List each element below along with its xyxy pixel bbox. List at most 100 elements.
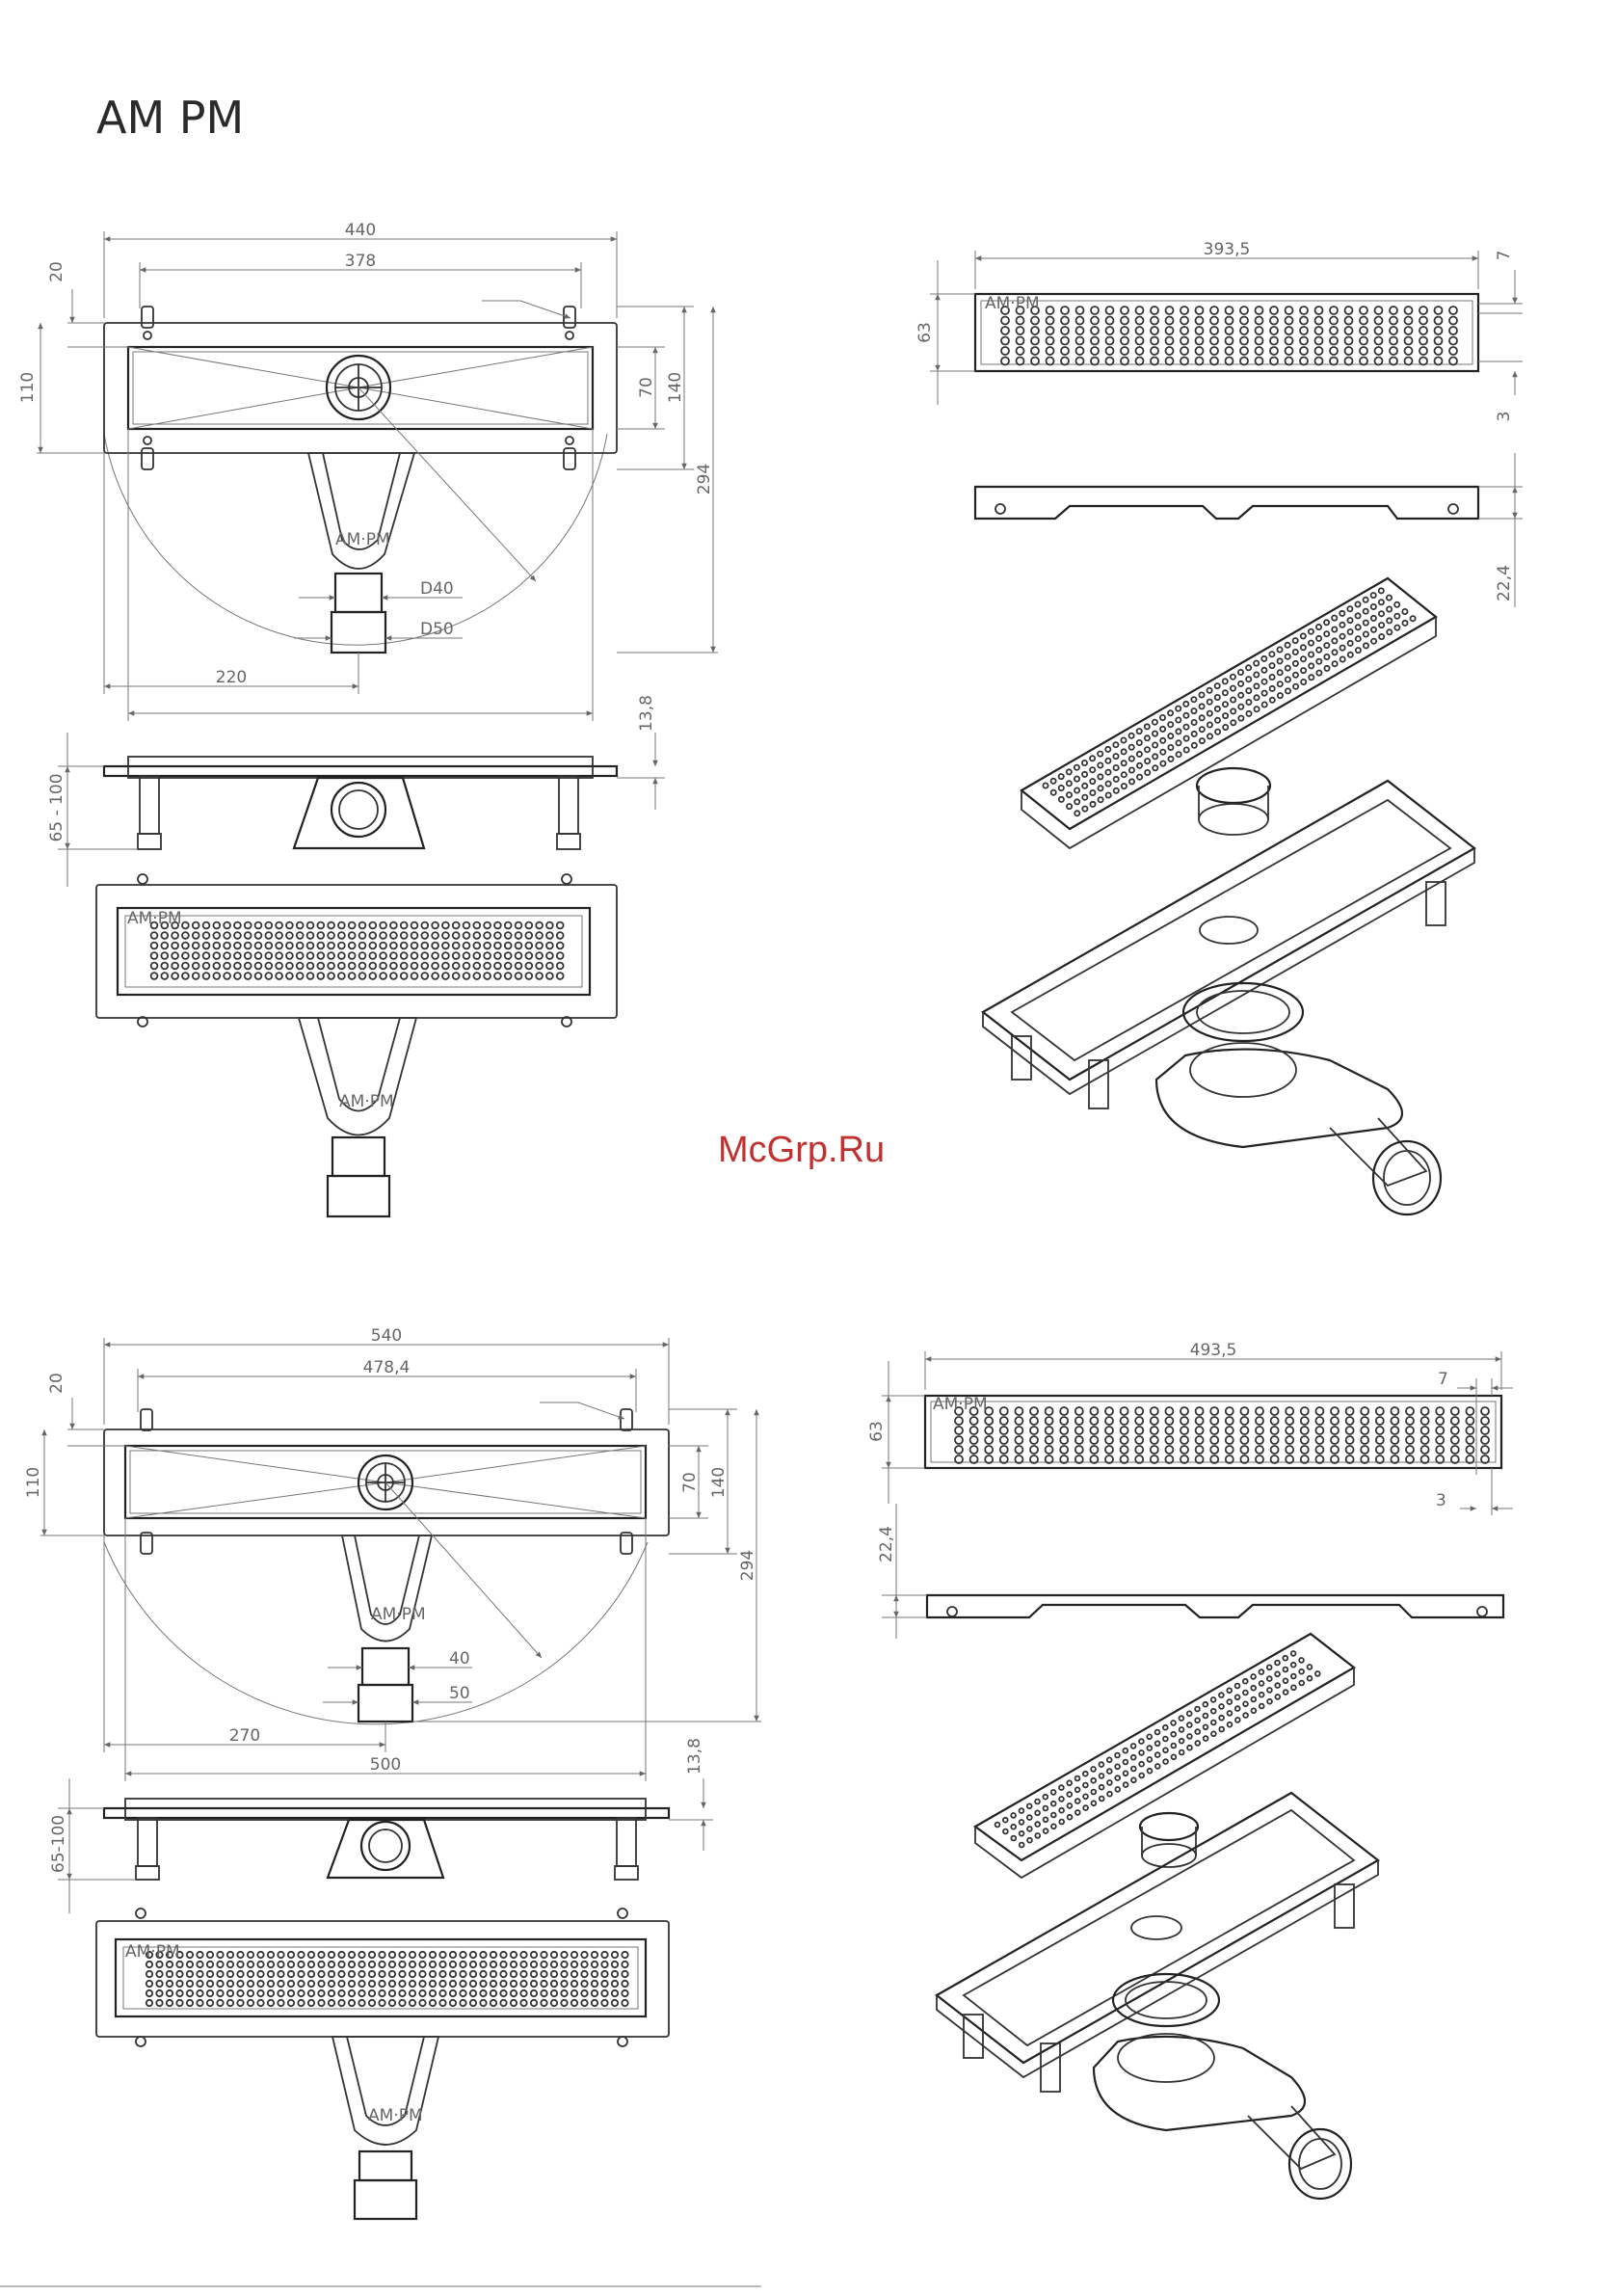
- grate-hole: [1331, 1417, 1339, 1425]
- grate-hole: [1270, 307, 1278, 314]
- grate-hole: [491, 1981, 496, 1987]
- grate-hole: [268, 1990, 274, 1996]
- grate-hole: [172, 943, 178, 949]
- grate-hole: [1316, 636, 1321, 641]
- large-side-dim-flange-thickness: 13,8: [685, 1738, 704, 1775]
- grate-hole: [268, 1971, 274, 1977]
- grate-hole: [1283, 1656, 1287, 1661]
- grate-hole: [156, 1981, 162, 1987]
- grate-hole: [460, 2000, 465, 2006]
- grate-hole: [1361, 1407, 1368, 1415]
- grate-hole: [338, 922, 345, 929]
- grate-hole: [203, 922, 210, 929]
- grate-hole: [1293, 661, 1298, 666]
- grate-hole: [1160, 761, 1165, 766]
- grate-hole: [1067, 781, 1072, 786]
- small-plan-dim-channel-height: 70: [637, 377, 656, 398]
- grate-hole: [338, 963, 345, 970]
- grate-hole: [257, 1990, 263, 1996]
- large-plan-body-label: AM·PM: [371, 1605, 426, 1624]
- grate-hole: [1051, 1813, 1056, 1818]
- grate-hole: [421, 922, 428, 929]
- grate-hole: [1481, 1446, 1489, 1454]
- grate-hole: [1371, 627, 1376, 632]
- grate-hole: [318, 1952, 324, 1958]
- grate-hole: [439, 1962, 445, 1967]
- grate-hole: [1100, 1774, 1104, 1778]
- grate-hole: [307, 943, 314, 949]
- grate-hole: [1219, 1716, 1224, 1721]
- grate-hole: [1165, 1446, 1173, 1454]
- grate-hole: [1091, 347, 1099, 355]
- grate-hole: [1043, 1795, 1048, 1800]
- grate-hole: [505, 932, 512, 939]
- grate-hole: [1207, 722, 1212, 727]
- large-side-dim-height-range: 65-100: [49, 1815, 68, 1873]
- grate-hole: [207, 1981, 213, 1987]
- grate-hole: [1371, 616, 1376, 621]
- grate-hole: [1299, 1669, 1304, 1674]
- grate-hole: [1277, 647, 1282, 652]
- grate-hole: [369, 943, 376, 949]
- grate-hole: [297, 973, 304, 979]
- grate-hole: [1122, 772, 1127, 777]
- grate-hole: [1131, 1744, 1136, 1749]
- grate-hole: [955, 1417, 963, 1425]
- grate-hole: [1075, 1799, 1080, 1803]
- grate-hole: [1195, 1729, 1200, 1734]
- grate-hole: [328, 932, 334, 939]
- grate-hole: [257, 1952, 263, 1958]
- grate-hole: [1115, 1787, 1120, 1792]
- grate-hole: [546, 932, 553, 939]
- grate-hole: [955, 1446, 963, 1454]
- grate-hole: [1315, 327, 1323, 334]
- grate-hole: [1106, 782, 1111, 787]
- grate-hole: [1332, 616, 1337, 621]
- grate-hole: [1166, 327, 1174, 334]
- grate-hole: [288, 1962, 294, 1967]
- large-drain-plan-view: AM·PM 540 478,4 20 110 70 140 294: [24, 1326, 761, 1781]
- grate-hole: [430, 1952, 436, 1958]
- grate-hole: [1000, 1436, 1008, 1444]
- grate-hole: [531, 1952, 537, 1958]
- grate-hole: [1075, 1436, 1083, 1444]
- grate-hole: [255, 922, 262, 929]
- grate-hole: [1300, 358, 1308, 365]
- grate-hole: [592, 1971, 597, 1977]
- grate-hole: [1219, 1727, 1224, 1732]
- grate-hole: [1360, 347, 1367, 355]
- grate-hole: [286, 943, 293, 949]
- grate-hole: [453, 952, 460, 959]
- grate-hole: [511, 1990, 517, 1996]
- grate-hole: [1121, 307, 1128, 314]
- grate-hole: [187, 2000, 193, 2006]
- grate-hole: [389, 1971, 395, 1977]
- grate-hole: [227, 1952, 233, 1958]
- grate-hole: [399, 2000, 405, 2006]
- grate-hole: [318, 1990, 324, 1996]
- grate-hole: [450, 1990, 456, 1996]
- grate-hole: [1121, 737, 1126, 742]
- grate-hole: [1330, 307, 1338, 314]
- grate-hole: [1075, 1810, 1080, 1815]
- grate-hole: [1246, 711, 1251, 716]
- grate-hole: [176, 1981, 182, 1987]
- grate-hole: [1267, 1688, 1272, 1693]
- grate-hole: [1270, 347, 1278, 355]
- grate-hole: [1251, 1686, 1256, 1691]
- grate-hole: [1240, 1446, 1248, 1454]
- grate-hole: [460, 1971, 465, 1977]
- grate-hole: [1390, 327, 1397, 334]
- grate-hole: [1100, 1762, 1104, 1767]
- grate-hole: [1211, 1731, 1216, 1736]
- grate-hole: [494, 963, 501, 970]
- grate-hole: [546, 952, 553, 959]
- grate-hole: [1151, 1436, 1158, 1444]
- grate-hole: [1027, 1803, 1032, 1808]
- grate-hole: [167, 1962, 172, 1967]
- grate-hole: [1226, 1407, 1233, 1415]
- grate-hole: [1151, 1446, 1158, 1454]
- grate-hole: [505, 943, 512, 949]
- grate-hole: [1227, 1699, 1232, 1704]
- grate-hole: [1191, 708, 1196, 713]
